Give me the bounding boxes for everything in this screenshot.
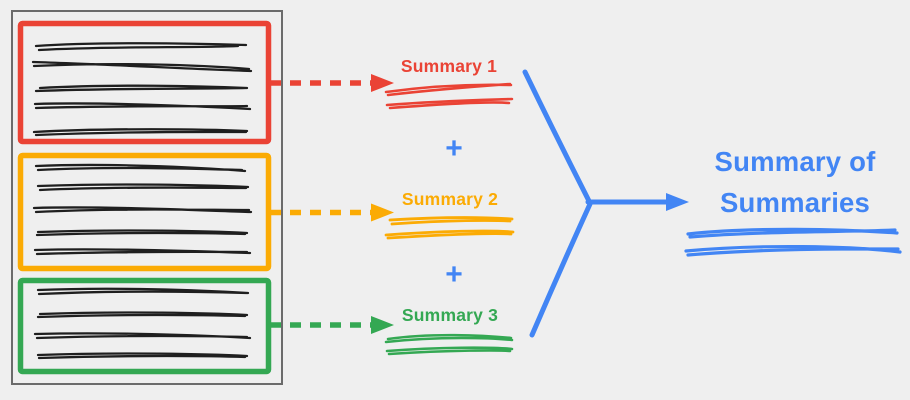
merge-line-bottom xyxy=(529,201,593,338)
handwritten-line xyxy=(385,97,514,110)
summary-2-label: Summary 2 xyxy=(401,189,499,209)
section-2-to-summary-2-arrow xyxy=(270,203,394,222)
document-section-1-box xyxy=(17,20,272,145)
arrowhead-icon xyxy=(371,203,394,222)
handwritten-line xyxy=(384,333,514,344)
handwritten-line xyxy=(33,102,252,111)
arrowhead-icon xyxy=(371,74,394,92)
section-3-to-summary-3-arrow xyxy=(270,316,394,334)
arrowhead-icon xyxy=(666,193,689,211)
document-section-2-box xyxy=(17,152,272,272)
summary-1-label: Summary 1 xyxy=(400,56,498,76)
result-scribbles xyxy=(684,227,902,257)
source-document-outline xyxy=(11,10,283,385)
handwritten-line xyxy=(684,244,902,257)
result-title: Summary of Summaries xyxy=(699,141,891,223)
handwritten-line xyxy=(384,229,515,240)
handwritten-line xyxy=(32,128,249,137)
handwritten-line xyxy=(384,82,513,97)
merge-line-top xyxy=(522,69,592,204)
plus-operator-1: + xyxy=(445,132,463,165)
handwritten-line xyxy=(388,216,514,226)
merge-converge-arrow xyxy=(522,69,689,338)
summary-3-scribbles xyxy=(384,333,514,356)
handwritten-line xyxy=(686,227,899,239)
plus-operator-2: + xyxy=(445,258,463,291)
section-1-text-scribbles xyxy=(31,42,253,137)
handwritten-line xyxy=(32,206,253,214)
handwritten-line xyxy=(36,287,250,296)
handwritten-line xyxy=(385,346,514,356)
handwritten-line xyxy=(35,229,249,237)
section-2-text-scribbles xyxy=(32,163,253,256)
handwritten-line xyxy=(31,60,253,73)
section-1-to-summary-1-arrow xyxy=(270,74,394,92)
arrowhead-icon xyxy=(371,316,394,334)
summary-1-scribbles xyxy=(384,82,514,110)
handwritten-line xyxy=(36,183,250,192)
handwritten-line xyxy=(34,163,247,173)
handwritten-line xyxy=(36,352,249,360)
summary-3-label: Summary 3 xyxy=(401,305,499,325)
result-title-line1: Summary of xyxy=(714,146,876,177)
section-3-text-scribbles xyxy=(33,287,252,360)
document-section-3-box xyxy=(17,277,272,375)
handwritten-line xyxy=(34,84,249,93)
handwritten-line xyxy=(33,332,252,340)
summary-2-scribbles xyxy=(384,216,515,240)
result-title-line2: Summaries xyxy=(719,187,871,218)
handwritten-line xyxy=(34,42,248,52)
handwritten-line xyxy=(33,248,252,256)
handwritten-line xyxy=(36,311,249,319)
